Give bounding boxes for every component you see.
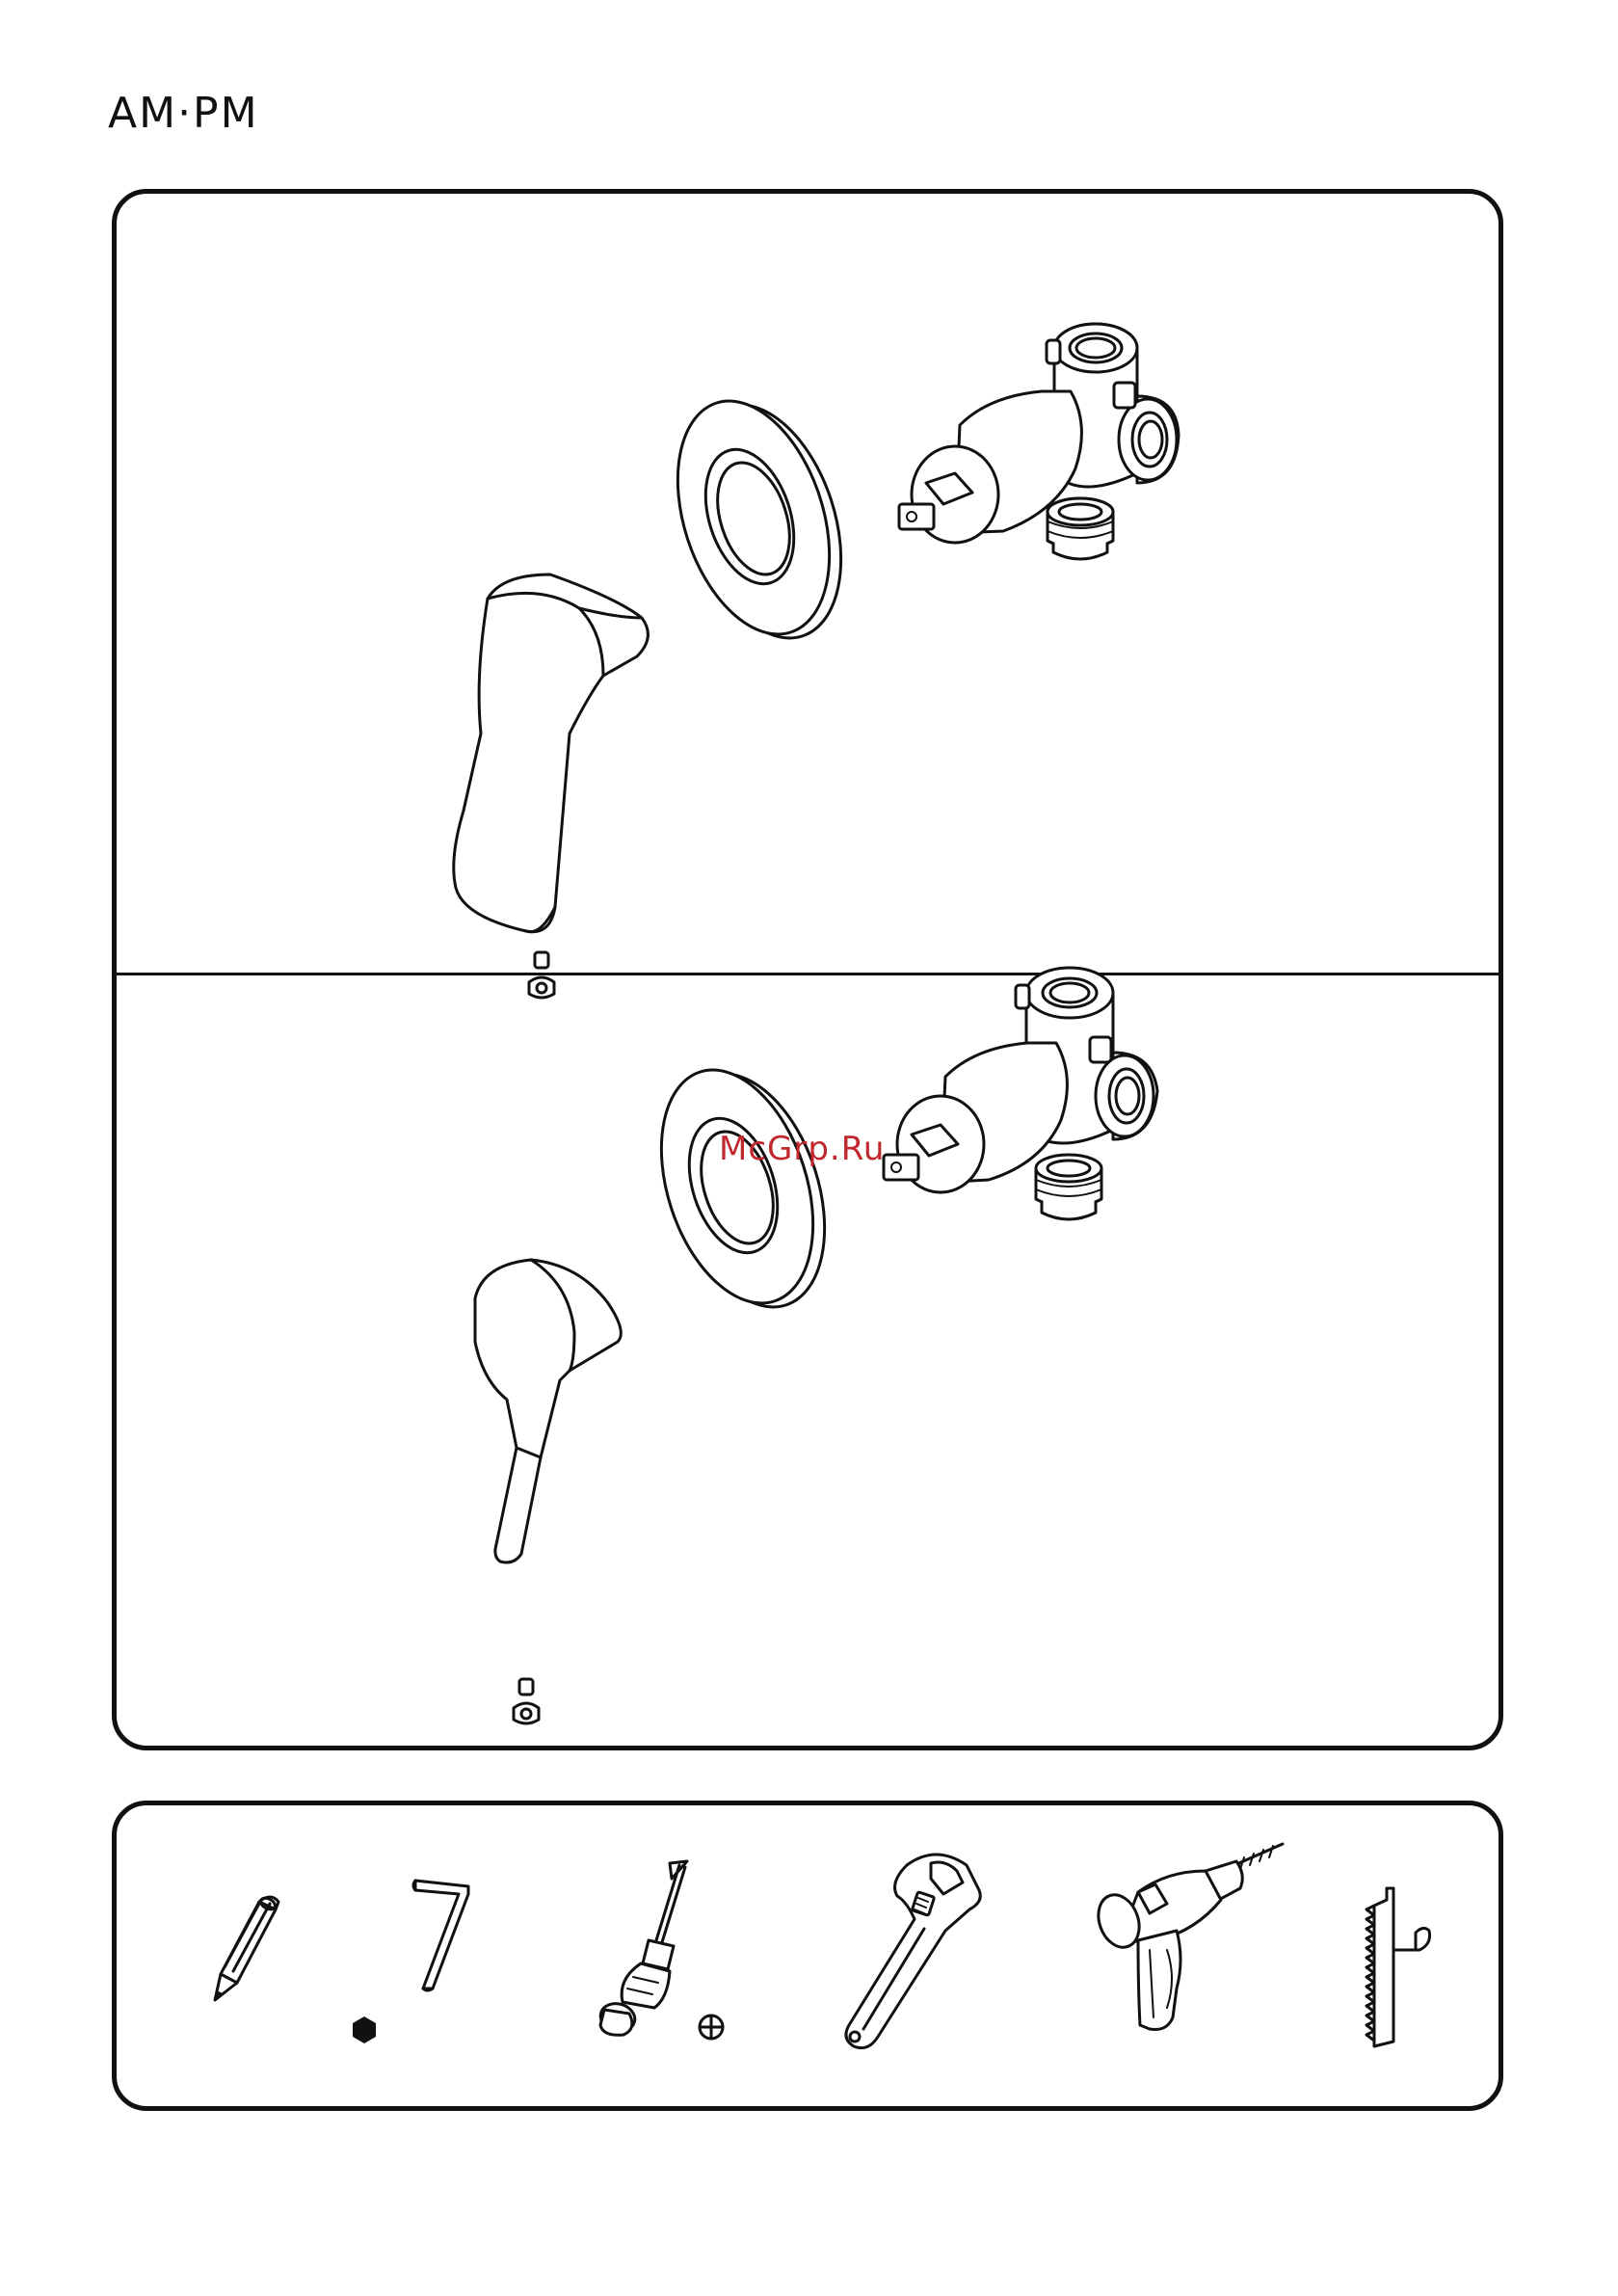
phillips-symbol-icon <box>700 2016 723 2039</box>
tools-drawing <box>117 1805 1508 2116</box>
wide-lever-handle-icon <box>454 574 649 932</box>
screw-cap-icon <box>514 1679 539 1723</box>
parts-diagram-frame <box>112 189 1503 1750</box>
variant-a-panel <box>117 194 1499 973</box>
notched-trowel-icon <box>1366 1888 1430 2046</box>
power-drill-icon <box>1092 1844 1283 2030</box>
escutcheon-ring-icon <box>650 382 868 657</box>
tools-frame <box>112 1801 1503 2111</box>
hex-key-icon <box>413 1881 468 1990</box>
pencil-icon <box>215 1896 279 2000</box>
valve-body-icon <box>899 324 1179 543</box>
brand-logo: AM·PM <box>108 89 259 138</box>
watermark: McGrp.Ru <box>719 1130 885 1168</box>
variant-a-drawing <box>117 194 1508 973</box>
variant-b-drawing <box>117 975 1508 1751</box>
phillips-screwdriver-icon <box>597 1861 687 2035</box>
slim-lever-handle-icon <box>475 1260 621 1562</box>
nipple-adapter-icon <box>1048 498 1113 559</box>
adjustable-wrench-icon <box>846 1855 980 2048</box>
variant-b-panel <box>117 975 1499 1751</box>
nipple-adapter-icon <box>1036 1155 1101 1219</box>
valve-body-icon <box>884 968 1157 1192</box>
escutcheon-ring-icon <box>634 1051 852 1326</box>
hex-symbol-icon <box>353 2016 376 2043</box>
